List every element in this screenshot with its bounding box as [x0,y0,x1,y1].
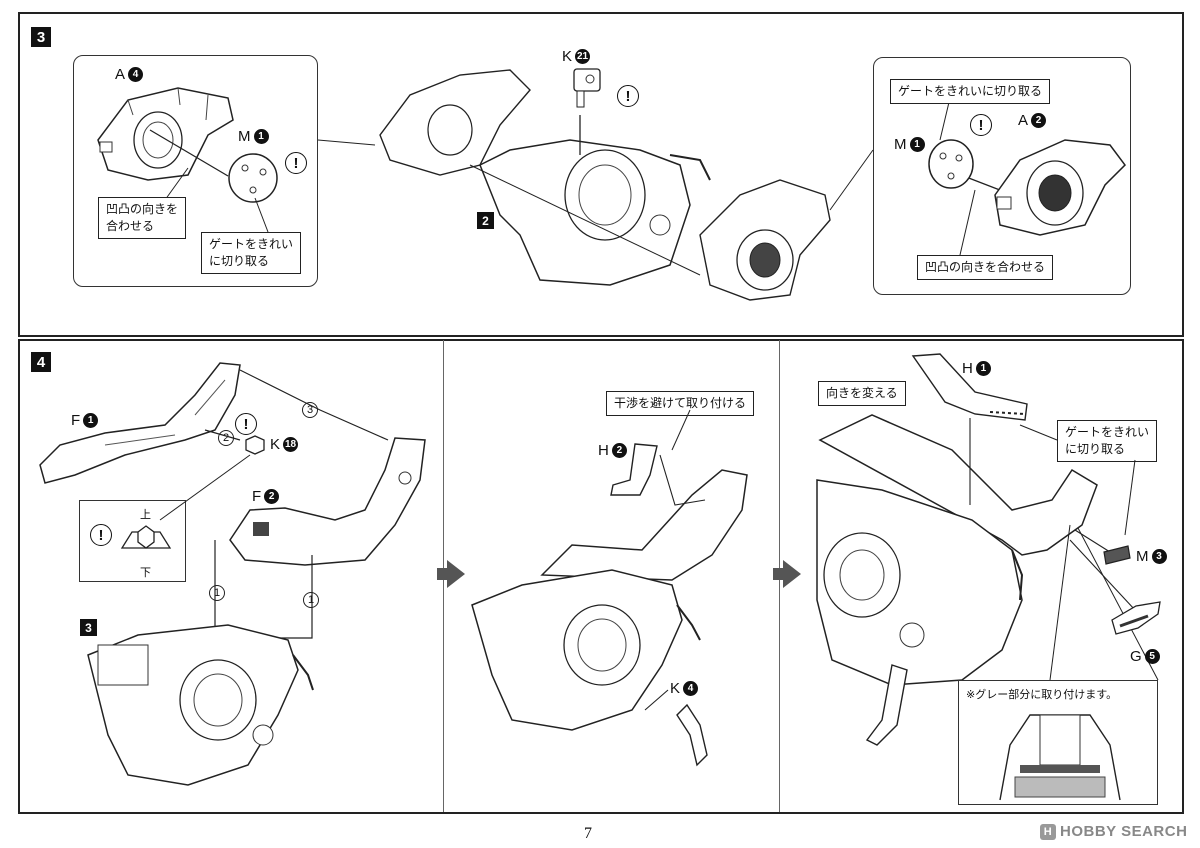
part-label-f2: F 2 [252,488,280,505]
cover-disc-illustration-right [928,139,974,189]
part-number-badge: 4 [128,67,144,82]
subassembly-2-badge: 2 [477,212,494,229]
part-label-h2: H 2 [598,442,627,459]
part-number-badge: 18 [283,437,299,452]
caution-icon: ! [235,413,257,435]
part-letter: K [270,436,281,453]
part-number-badge: 1 [83,413,99,428]
callout-align-notch-right: 凹凸の向きを合わせる [917,255,1054,280]
orientation-hex-icon [120,525,172,549]
part-letter: G [1130,648,1142,665]
callout-align-notch: 凹凸の向きを 合わせる [98,197,187,239]
hobby-search-logo-icon: H [1040,823,1056,840]
callout-change-direction: 向きを変える [818,381,906,406]
next-step-arrow-stem [437,568,447,580]
panel2-assembly [471,469,748,767]
h2-part-illustration [610,443,658,496]
part-letter: A [1018,112,1029,129]
part-label-m1-right: M 1 [894,136,925,153]
cover-disc-illustration [228,153,278,203]
part-label-f1: F 1 [71,412,99,429]
frame-part-illustration-right [994,139,1126,236]
caution-icon: ! [90,524,112,546]
part-letter: A [115,66,126,83]
page-number: 7 [584,825,592,842]
h1-seat-illustration [911,353,1028,421]
step4-badge: 4 [31,352,51,372]
callout-avoid-interference: 干渉を避けて取り付ける [606,391,755,416]
part-letter: M [894,136,907,153]
caution-icon: ! [617,85,639,107]
part-label-h1: H 1 [962,360,991,377]
next-step-arrow [447,560,465,588]
caution-icon: ! [970,114,992,136]
orientation-top-label: 上 [140,508,151,521]
part-number-badge: 1 [975,361,991,376]
callout-cut-gate-right: ゲートをきれいに切り取る [890,79,1051,104]
orientation-bottom-label: 下 [140,566,151,579]
order-number-1: 1 [209,585,225,601]
part-number-badge: 21 [575,49,591,64]
part-number-badge: 1 [909,137,925,152]
callout-cut-gate: ゲートをきれい に切り取る [201,232,302,274]
next-step-arrow-stem [773,568,783,580]
order-number-2: 2 [218,430,234,446]
main-engine-assembly [379,69,831,301]
part-label-k4: K 4 [670,680,699,697]
part-letter: M [238,128,251,145]
part-label-k18: K 18 [270,436,299,453]
g5-part-illustration [1111,601,1161,635]
part-number-badge: 2 [264,489,280,504]
part-label-m1: M 1 [238,128,269,145]
grey-area-detail-illustration [999,714,1121,801]
part-letter: F [252,488,262,505]
order-number-1: 1 [303,592,319,608]
k21-bracket-illustration [573,68,601,108]
part-label-m3: M 3 [1136,548,1167,565]
engine-subassembly-illustration [87,624,314,786]
part-number-badge: 4 [683,681,699,696]
panel3-assembly [816,414,1098,746]
part-letter: M [1136,548,1149,565]
caution-icon: ! [285,152,307,174]
subassembly-3-badge: 3 [80,619,97,636]
part-letter: K [562,48,573,65]
part-letter: H [962,360,973,377]
part-label-k21: K 21 [562,48,591,65]
part-letter: K [670,680,681,697]
m3-part-illustration [1103,545,1131,565]
order-number-3: 3 [302,402,318,418]
part-number-badge: 3 [1151,549,1167,564]
callout-cut-gate-panel3: ゲートをきれい に切り取る [1057,420,1158,462]
step3-badge: 3 [31,27,51,47]
part-label-a2: A 2 [1018,112,1047,129]
part-number-badge: 2 [1031,113,1047,128]
watermark: H HOBBY SEARCH [1040,823,1187,840]
grey-area-note: ※グレー部分に取り付けます。 [966,688,1118,701]
k18-cap-illustration [245,435,265,455]
part-number-badge: 5 [1144,649,1160,664]
part-label-g5: G 5 [1130,648,1160,665]
frame-part-illustration [97,87,234,181]
next-step-arrow [783,560,801,588]
part-letter: H [598,442,609,459]
seat-frame-f1-illustration [39,362,241,484]
part-letter: F [71,412,81,429]
part-number-badge: 2 [611,443,627,458]
part-number-badge: 1 [253,129,269,144]
seat-frame-f2-illustration [229,437,426,566]
part-label-a4: A 4 [115,66,144,83]
